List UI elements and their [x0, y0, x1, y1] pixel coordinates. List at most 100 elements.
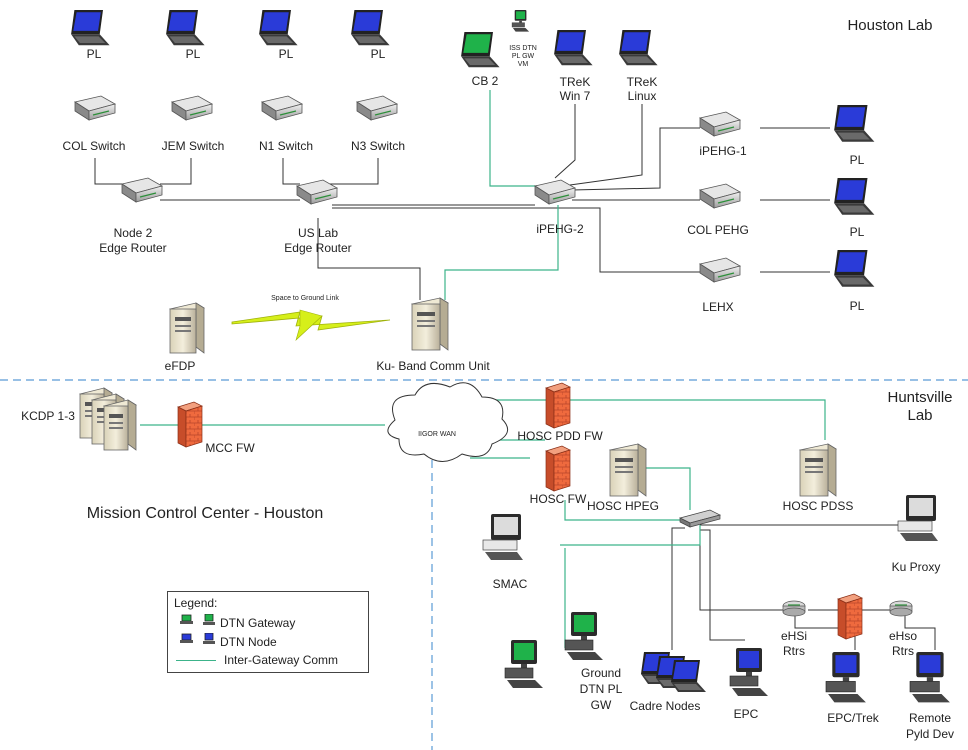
ehs-firewall-icon	[837, 593, 863, 640]
nodes.hosc-pdss-label: HOSC PDSS	[783, 499, 854, 513]
nodes.col-pehg-label: COL PEHG	[687, 223, 749, 237]
nodes.pl3-label: PL	[279, 47, 294, 61]
iss-dtn-vm-icon	[511, 10, 530, 32]
legend-node: DTN Node	[220, 635, 277, 649]
dtn-node-icon	[180, 633, 193, 643]
nodes.pl4-label: PL	[371, 47, 386, 61]
nodes.pl1-label: PL	[87, 47, 102, 61]
nodes.hosc-pdd-fw-label: HOSC PDD FW	[517, 429, 603, 443]
nodes.ku-comm-label: Ku- Band Comm Unit	[376, 359, 490, 373]
nodes.mcc-fw-label: MCC FW	[205, 441, 255, 455]
nodes.epc-trek-label: EPC/Trek	[827, 711, 880, 725]
pl-laptop-icon-r1	[834, 105, 875, 142]
hosc-pdd-firewall-icon	[545, 382, 571, 429]
pl-laptop-icon-r2	[834, 178, 875, 215]
remote-pyld-desktop-icon	[909, 652, 950, 703]
legend: Legend: DTN Gateway DTN Node Inter-Gatew…	[167, 591, 369, 673]
pl-laptop-icon-4	[351, 10, 390, 46]
nodes.hosc-fw-label: HOSC FW	[530, 492, 587, 506]
nodes.col-switch-label: COL Switch	[63, 139, 126, 153]
ground-dtn-icon-2	[564, 612, 603, 660]
houston-lab-title: Houston Lab	[847, 17, 932, 34]
ipehg1-router-icon	[698, 111, 742, 137]
efdp-server-icon	[168, 302, 206, 354]
ground-dtn-icon-1	[504, 640, 543, 688]
legend-title: Legend:	[174, 596, 218, 610]
nodes.lehx-label: LEHX	[702, 300, 733, 314]
nodes.epc-label: EPC	[734, 707, 759, 721]
ehso-router-icon	[889, 600, 913, 617]
region-boundaries	[0, 379, 968, 750]
dtn-gateway-icon	[180, 614, 193, 624]
nodes.pl-r3-label: PL	[850, 299, 865, 313]
nodes.jem-switch-label: JEM Switch	[162, 139, 225, 153]
nodes.pl-r2-label: PL	[850, 225, 865, 239]
space-to-ground-link-bolt	[231, 309, 391, 341]
nodes.pl2-label: PL	[186, 47, 201, 61]
ku-comm-unit-icon	[410, 297, 450, 351]
ku-proxy-workstation-icon	[897, 495, 938, 541]
network-switch-icon	[679, 509, 721, 528]
nodes.n3-switch-label: N3 Switch	[351, 139, 405, 153]
node2-router-icon	[120, 177, 164, 203]
hosc-firewall-icon	[545, 445, 571, 492]
legend-comm: Inter-Gateway Comm	[224, 653, 339, 667]
nodes.n1-switch-label: N1 Switch	[259, 139, 313, 153]
iigor-wan-label: IIGOR WAN	[418, 431, 456, 438]
nodes.smac-label: SMAC	[493, 577, 528, 591]
pl-laptop-icon-1	[71, 10, 110, 46]
dtn-node-icon	[203, 633, 215, 644]
cadre-laptop-icon-3	[671, 660, 706, 692]
kcdp-server-icon-3	[102, 399, 138, 451]
pl-laptop-icon-r3	[834, 250, 875, 287]
nodes.ipehg1-label: iPEHG-1	[699, 144, 747, 158]
epc-trek-desktop-icon	[825, 652, 866, 703]
iigor-wan-cloud	[387, 382, 509, 462]
mcc-title: Mission Control Center - Houston	[87, 505, 324, 522]
pl-laptop-icon-2	[166, 10, 205, 46]
legend-gateway: DTN Gateway	[220, 616, 296, 630]
mcc-firewall-icon	[177, 401, 203, 448]
hosc-hpeg-server-icon	[608, 443, 648, 497]
n1-switch-icon	[260, 95, 304, 121]
trek-linux-laptop-icon	[619, 30, 658, 66]
nodes.efdp-label: eFDP	[165, 359, 196, 373]
ipehg2-router-icon	[533, 179, 577, 205]
lehx-router-icon	[698, 257, 742, 283]
nodes.pl-r1-label: PL	[850, 153, 865, 167]
nodes.kcdp-label: KCDP 1-3	[21, 409, 75, 423]
nodes.cadre-label: Cadre Nodes	[630, 699, 701, 713]
uslab-router-icon	[295, 179, 339, 205]
smac-workstation-icon	[482, 514, 523, 560]
dtn-gateway-icon	[203, 614, 215, 625]
jem-switch-icon	[170, 95, 214, 121]
nodes.hosc-hpeg-label: HOSC HPEG	[587, 499, 659, 513]
nodes.ku-proxy-label: Ku Proxy	[892, 560, 941, 574]
ehsi-router-icon	[782, 600, 806, 617]
pl-laptop-icon-3	[259, 10, 298, 46]
legend-comm-line	[176, 660, 216, 661]
inter-gateway-links	[140, 90, 826, 648]
nodes.ipehg2-label: iPEHG-2	[536, 222, 584, 236]
space-to-ground-link-label: Space to Ground Link	[271, 295, 339, 302]
hosc-pdss-server-icon	[798, 443, 838, 497]
epc-desktop-icon	[729, 648, 768, 696]
n3-switch-icon	[355, 95, 399, 121]
wired-links	[94, 104, 936, 650]
trek-win7-laptop-icon	[554, 30, 593, 66]
cb2-laptop-icon	[461, 32, 500, 68]
col-switch-icon	[73, 95, 117, 121]
col-pehg-router-icon	[698, 183, 742, 209]
